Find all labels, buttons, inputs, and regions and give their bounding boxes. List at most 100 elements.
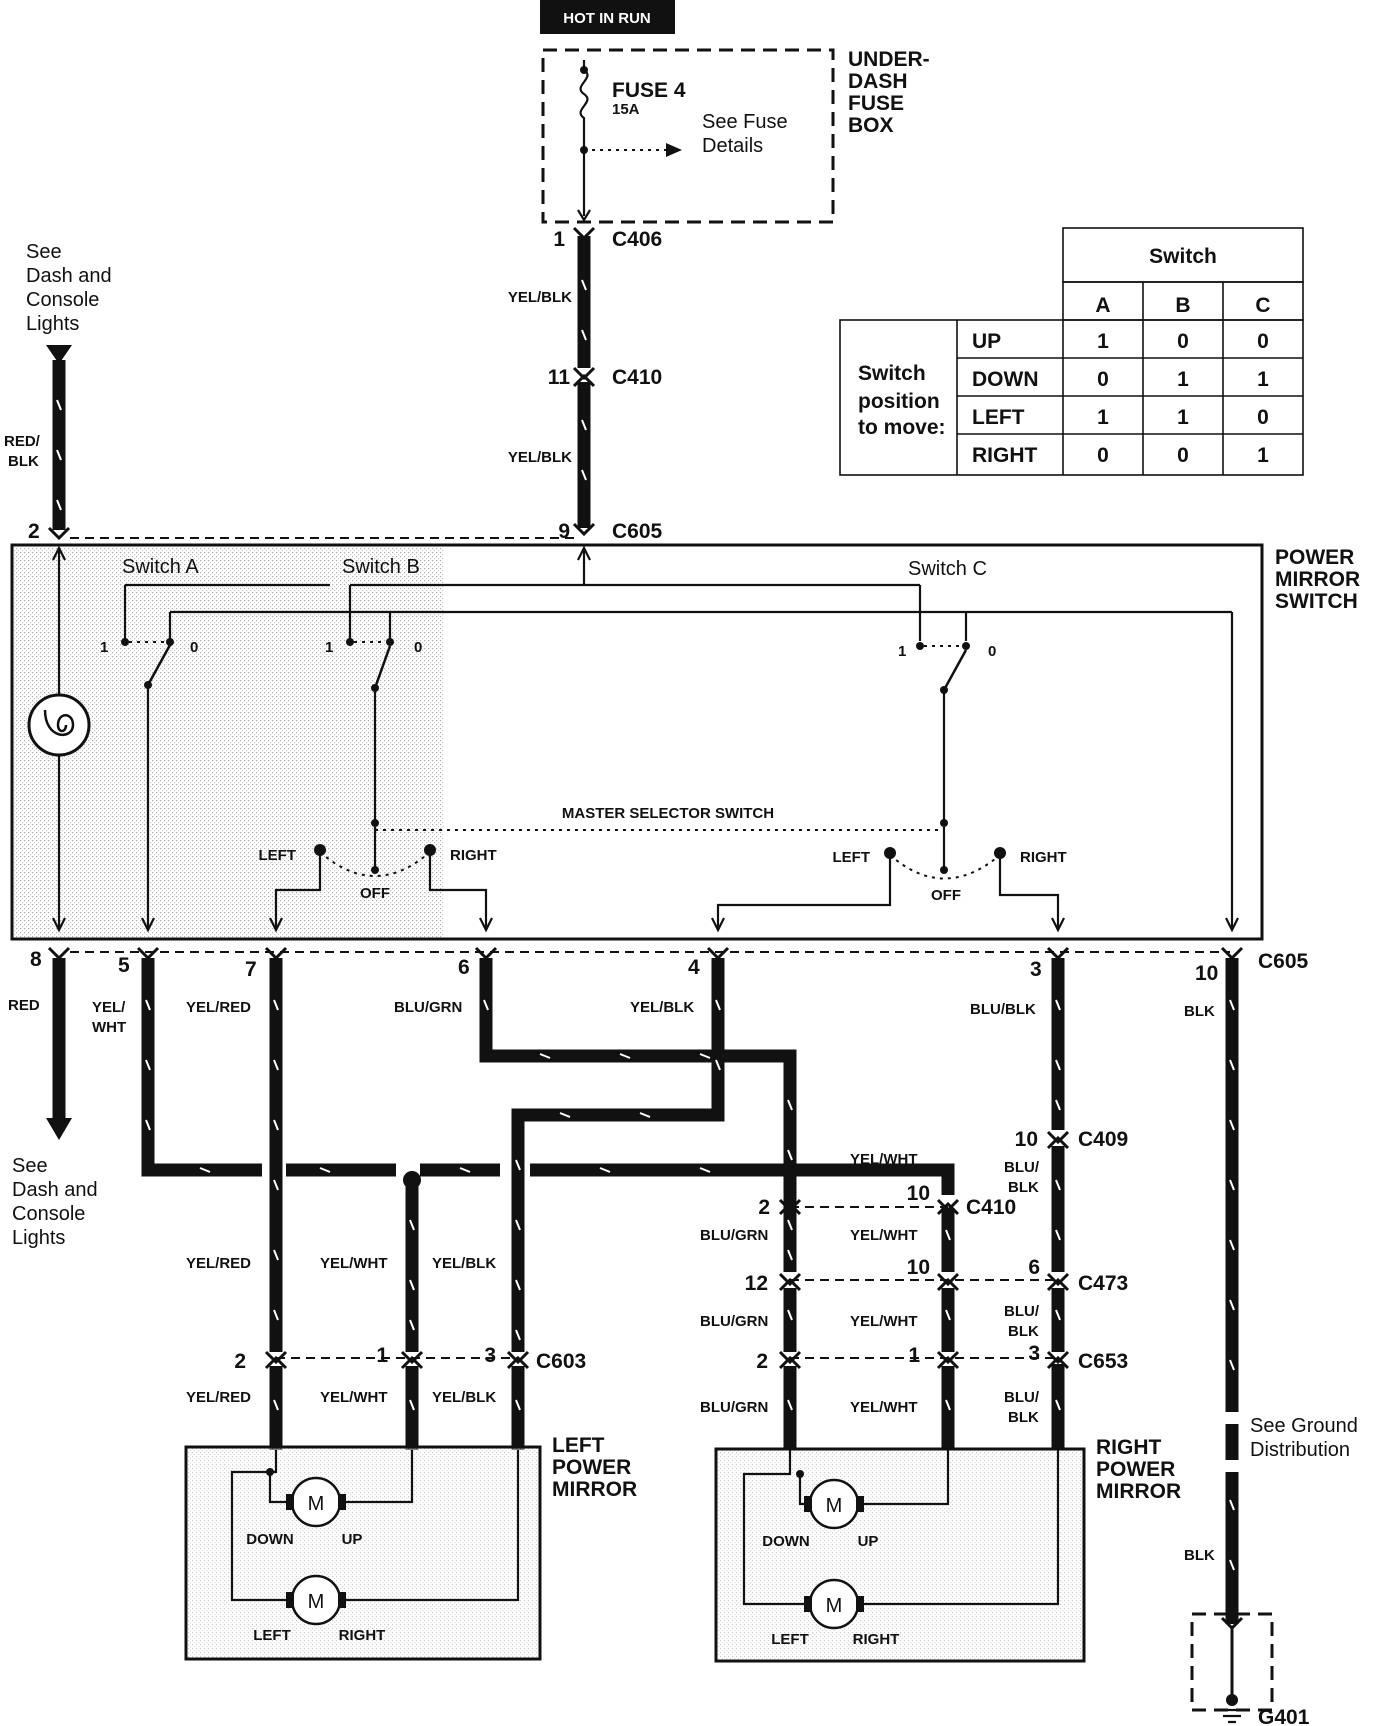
bottom-pin: 4 xyxy=(688,956,700,979)
c410-top-connector xyxy=(572,366,596,388)
wire-label-yel-wht: YEL/WHT xyxy=(320,1255,388,1272)
mirror-title-line: POWER xyxy=(1096,1458,1175,1481)
wire-label-yel-red: YEL/RED xyxy=(186,1255,251,1272)
truth-table-cell: 0 xyxy=(1177,330,1189,353)
truth-table-row-label: UP xyxy=(972,330,1001,353)
c653-connector xyxy=(778,1350,1070,1370)
truth-table-row-label: DOWN xyxy=(972,368,1039,391)
bottom-pin: 6 xyxy=(458,956,470,979)
c653-label: C653 xyxy=(1078,1350,1128,1373)
wire-label-red: RED xyxy=(8,997,40,1014)
wire-label-red-blk-2: BLK xyxy=(8,453,39,470)
wire-label-yel-blk: YEL/BLK xyxy=(508,289,572,306)
truth-table-col: C xyxy=(1255,294,1270,317)
master-selector-label: MASTER SELECTOR SWITCH xyxy=(562,805,774,822)
c605-bottom-label: C605 xyxy=(1258,950,1309,973)
hot-in-run-badge xyxy=(540,0,675,34)
switch-c-contact xyxy=(916,642,924,650)
switch-b-pos-0: 0 xyxy=(414,639,422,656)
right-mirror-title: RIGHT POWER MIRROR xyxy=(1096,1436,1181,1503)
switch-truth-table: Switch A B C Switch position to move: UP… xyxy=(839,227,1304,476)
truth-table-group-line: position xyxy=(858,390,940,413)
switch-c-pos-1: 1 xyxy=(898,643,906,660)
c603-pin-a: 2 xyxy=(234,1350,246,1373)
left-mirror-title: LEFT POWER MIRROR xyxy=(552,1434,637,1501)
truth-table-cell: 0 xyxy=(1257,330,1269,353)
hot-in-run-label: HOT IN RUN xyxy=(563,10,651,27)
bottom-pin: 7 xyxy=(245,958,257,981)
c603-pin-c: 3 xyxy=(484,1344,496,1367)
truth-table-cell: 1 xyxy=(1097,406,1109,429)
wire-label-yel-blk: YEL/BLK xyxy=(432,1255,496,1272)
switch-title-line: SWITCH xyxy=(1275,590,1358,613)
right-mirror-right-label: RIGHT xyxy=(853,1631,900,1648)
ref-line: Console xyxy=(12,1203,85,1225)
c605-top-pin: 9 xyxy=(558,520,570,543)
c605-top-label: C605 xyxy=(612,520,663,543)
ground-ref-line: See Ground xyxy=(1250,1415,1358,1437)
left-power-mirror-box xyxy=(184,1445,542,1661)
truth-table-row-label: RIGHT xyxy=(972,444,1038,467)
left-mirror-motor-label: M xyxy=(308,1493,325,1515)
fuse-4-symbol xyxy=(579,69,589,128)
wire-label-blu-grn: BLU/GRN xyxy=(700,1399,768,1416)
switch-c-blade xyxy=(942,649,968,691)
mirror-title-line: POWER xyxy=(552,1456,631,1479)
bottom-pin: 8 xyxy=(30,948,42,971)
fuse-box-title-line: DASH xyxy=(848,70,908,93)
switch-a-blade xyxy=(146,644,172,686)
fuse-4-label: FUSE 4 xyxy=(612,79,686,102)
wire-label-blu-blk: BLU/BLK xyxy=(970,1001,1036,1018)
power-mirror-switch-box xyxy=(10,543,1264,941)
c473-pin-c: 6 xyxy=(1028,1256,1040,1279)
left-mirror-down-label: DOWN xyxy=(246,1531,294,1548)
bottom-pin: 10 xyxy=(1195,962,1218,985)
truth-table-group-line: Switch xyxy=(858,362,926,385)
mirror-title-line: MIRROR xyxy=(1096,1480,1181,1503)
c603-label: C603 xyxy=(536,1350,586,1373)
ref-line: Dash and xyxy=(26,265,112,287)
wire-label-blu-blk-1: BLU/ xyxy=(1004,1159,1040,1176)
wire-label-blu-grn: BLU/GRN xyxy=(394,999,462,1016)
wire-label-yel-wht-1: YEL/ xyxy=(92,999,126,1016)
see-fuse-details-line: See Fuse xyxy=(702,111,788,133)
left-mirror-left-label: LEFT xyxy=(253,1627,291,1644)
wire-label-yel-red: YEL/RED xyxy=(186,1389,251,1406)
right-mirror-left-label: LEFT xyxy=(771,1631,809,1648)
c409-pin: 10 xyxy=(1015,1128,1038,1151)
mirror-title-line: MIRROR xyxy=(552,1478,637,1501)
truth-table-cell: 1 xyxy=(1097,330,1109,353)
wire-label-red-blk-1: RED/ xyxy=(4,433,41,450)
top-left-ref-arrow xyxy=(46,345,72,364)
left-mirror-right-label: RIGHT xyxy=(339,1627,386,1644)
c653-pin-a: 2 xyxy=(756,1350,768,1373)
g401-label: G401 xyxy=(1258,1706,1310,1726)
switch-a-pos-0: 0 xyxy=(190,639,198,656)
see-fuse-details-line: Details xyxy=(702,135,763,157)
selector-off-label: OFF xyxy=(931,887,961,904)
wire-label-blu-blk-2: BLK xyxy=(1008,1409,1039,1426)
truth-table-header: Switch xyxy=(1149,245,1217,268)
c473-pin-a: 12 xyxy=(745,1272,768,1295)
top-left-dash-console-ref: See Dash and Console Lights xyxy=(26,241,112,335)
truth-table-row-label: LEFT xyxy=(972,406,1025,429)
ref-line: Console xyxy=(26,289,99,311)
right-mirror-motor-label: M xyxy=(826,1595,843,1617)
ground-ref-line: Distribution xyxy=(1250,1439,1350,1461)
selector-right-label: RIGHT xyxy=(450,847,497,864)
bottom-pin: 5 xyxy=(118,954,130,977)
right-power-mirror-box xyxy=(714,1447,1086,1663)
left-pin-2: 2 xyxy=(28,520,40,543)
truth-table-cell: 1 xyxy=(1177,406,1189,429)
switch-b-blade xyxy=(373,645,392,689)
fuse-4-rating: 15A xyxy=(612,101,640,118)
right-mirror-down-label: DOWN xyxy=(762,1533,810,1550)
c406-connector xyxy=(572,226,596,241)
c473-pin-b: 10 xyxy=(907,1256,930,1279)
ref-line: See xyxy=(12,1155,48,1177)
ref-line: Lights xyxy=(12,1227,65,1249)
fuse-box-title: UNDER- DASH FUSE BOX xyxy=(848,48,930,137)
c410-top-pin: 11 xyxy=(548,366,571,389)
power-mirror-switch-title: POWER MIRROR SWITCH xyxy=(1275,546,1360,613)
